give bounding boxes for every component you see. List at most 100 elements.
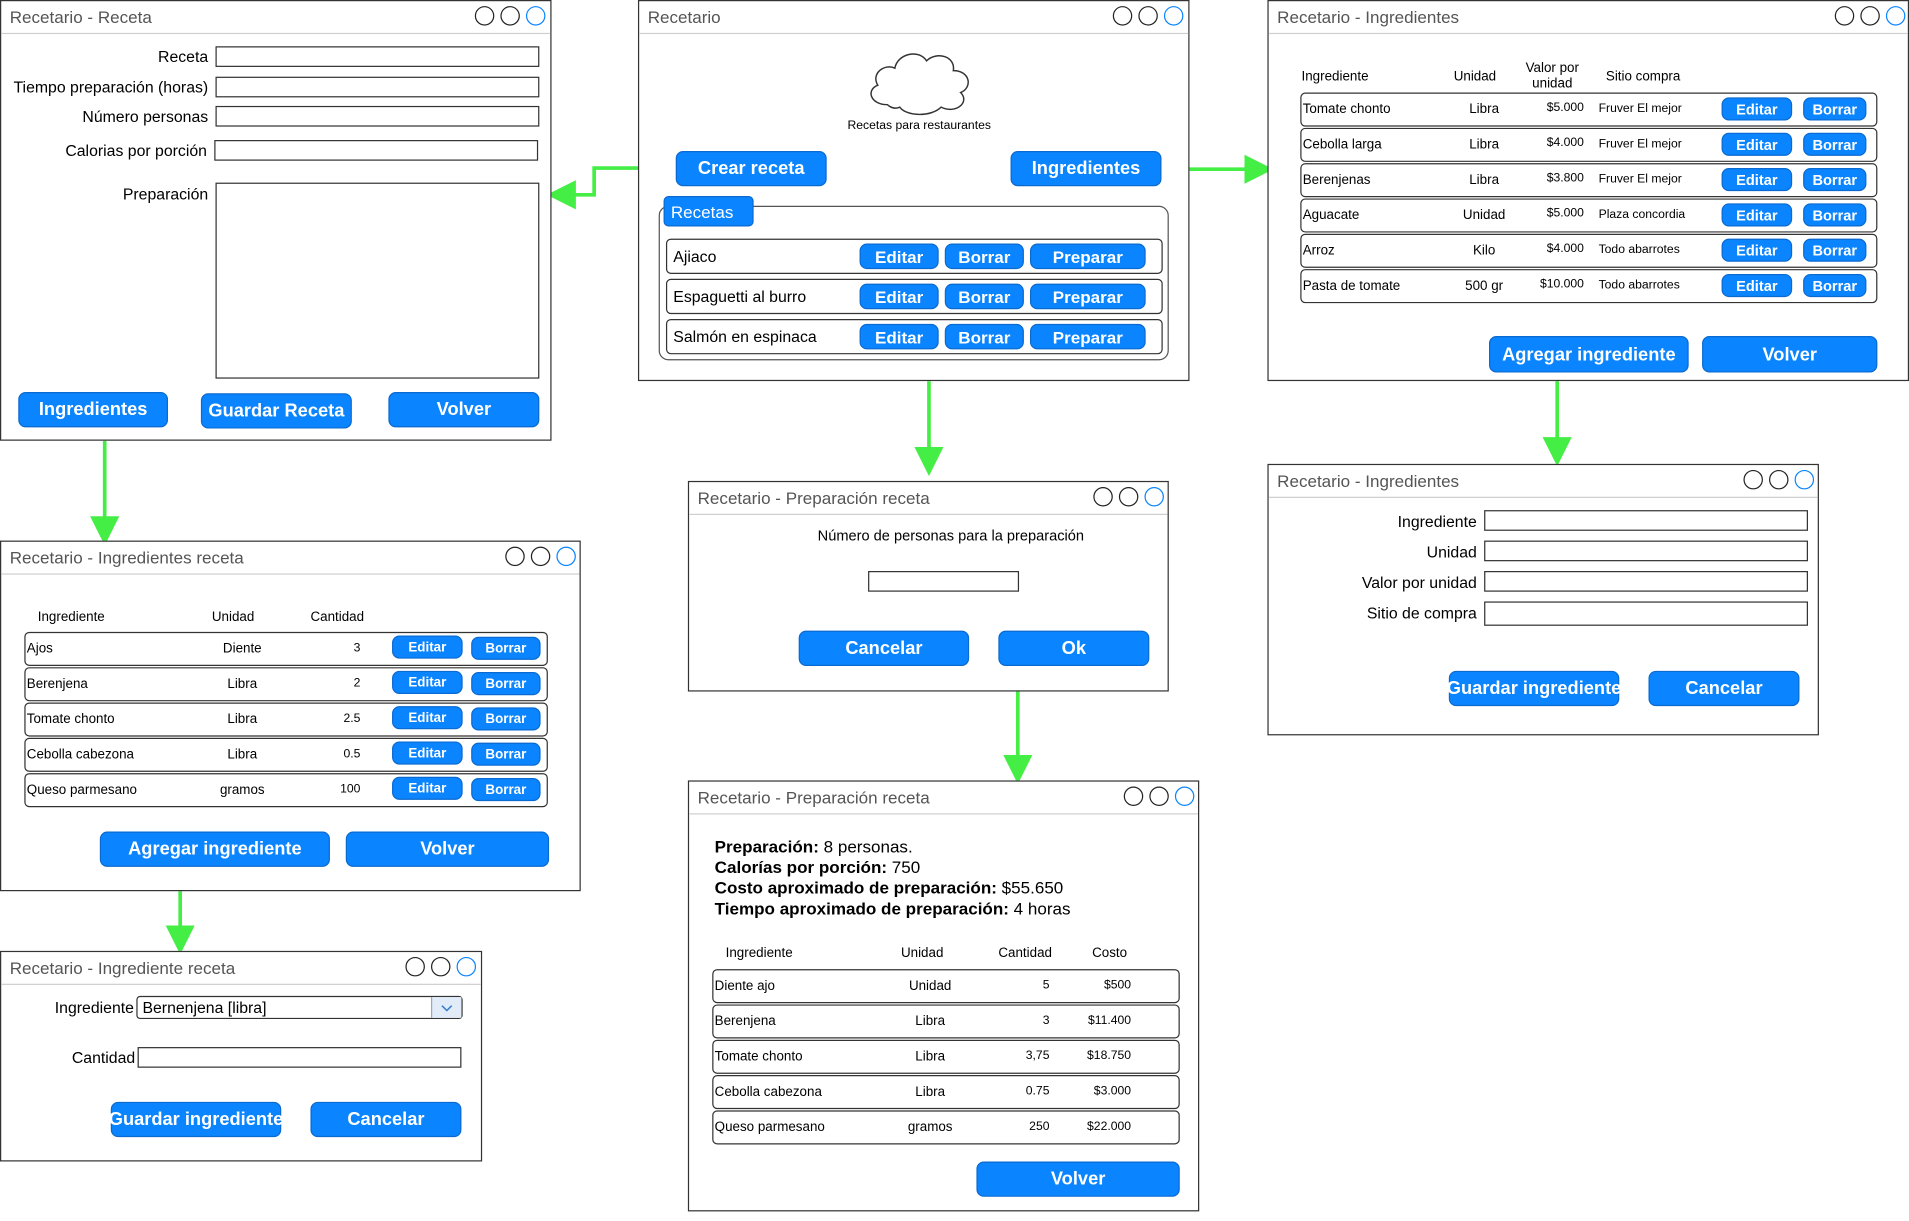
borrar-button[interactable]: Borrar (1803, 273, 1867, 298)
window-control-icon[interactable] (1144, 487, 1164, 507)
editar-button[interactable]: Editar (859, 243, 939, 270)
input-personas[interactable] (868, 571, 1020, 592)
borrar-button[interactable]: Borrar (1803, 97, 1867, 121)
input-tiempo[interactable] (215, 76, 540, 98)
cancelar-button[interactable]: Cancelar (1648, 670, 1800, 707)
ingredientes-button[interactable]: Ingredientes (1010, 150, 1162, 187)
select-ingrediente[interactable]: Bernenjena [libra] (136, 995, 463, 1020)
input-ingrediente[interactable] (1484, 510, 1808, 531)
summary-value: 8 personas. (818, 836, 913, 856)
window-control-icon[interactable] (1163, 6, 1184, 26)
input-unidad[interactable] (1484, 540, 1808, 562)
window-control-icon[interactable] (525, 6, 546, 26)
title-bar: Recetario (639, 1, 1189, 35)
editar-button[interactable]: Editar (1721, 238, 1793, 262)
guardar-ingrediente-button[interactable]: Guardar ingrediente (109, 1101, 283, 1138)
borrar-button[interactable]: Borrar (944, 283, 1024, 310)
prompt-personas: Número de personas para la preparación (817, 527, 1085, 545)
logo-caption: Recetas para restaurantes (847, 119, 991, 133)
borrar-button[interactable]: Borrar (944, 243, 1024, 270)
window-control-icon[interactable] (1138, 6, 1158, 26)
window-control-icon[interactable] (505, 546, 525, 567)
ok-button[interactable]: Ok (998, 630, 1150, 666)
tab-recetas[interactable]: Recetas (663, 196, 754, 227)
editar-button[interactable]: Editar (1721, 273, 1793, 298)
window-control-icon[interactable] (1794, 469, 1815, 490)
window-control-icon[interactable] (1769, 469, 1789, 490)
window-control-icon[interactable] (1093, 487, 1113, 507)
volver-button[interactable]: Volver (976, 1161, 1180, 1197)
volver-button[interactable]: Volver (345, 831, 550, 867)
borrar-button[interactable]: Borrar (944, 323, 1024, 350)
crear-receta-button[interactable]: Crear receta (675, 150, 827, 187)
window-control-icon[interactable] (430, 956, 451, 977)
volver-button[interactable]: Volver (388, 392, 540, 428)
window-control-icon[interactable] (405, 956, 425, 977)
agregar-ingrediente-button[interactable]: Agregar ingrediente (1489, 336, 1689, 373)
editar-button[interactable]: Editar (859, 323, 939, 350)
volver-button[interactable]: Volver (1702, 336, 1878, 373)
input-valor[interactable] (1484, 571, 1808, 592)
editar-button[interactable]: Editar (392, 635, 463, 659)
chevron-down-icon[interactable] (430, 997, 462, 1018)
window-control-icon[interactable] (530, 546, 551, 567)
editar-button[interactable]: Editar (392, 741, 463, 765)
window-control-icon[interactable] (1885, 6, 1906, 26)
borrar-button[interactable]: Borrar (1803, 238, 1867, 262)
borrar-button[interactable]: Borrar (1803, 203, 1867, 227)
window-control-icon[interactable] (500, 6, 520, 26)
input-cantidad[interactable] (137, 1047, 462, 1068)
receta-row: Ajiaco Editar Borrar Preparar (665, 238, 1163, 274)
window-control-icon[interactable] (1123, 786, 1144, 806)
editar-button[interactable]: Editar (1721, 203, 1793, 227)
guardar-receta-button[interactable]: Guardar Receta (200, 393, 352, 429)
borrar-button[interactable]: Borrar (471, 742, 541, 766)
input-calorias[interactable] (214, 140, 539, 161)
window-control-icon[interactable] (1112, 6, 1133, 26)
ingrediente-nombre: Cebolla cabezona (26, 747, 135, 763)
borrar-button[interactable]: Borrar (471, 636, 541, 660)
window-control-icon[interactable] (1174, 786, 1195, 806)
editar-button[interactable]: Editar (1721, 132, 1793, 156)
textarea-preparacion[interactable] (215, 182, 540, 379)
window-control-icon[interactable] (1149, 786, 1169, 806)
ingrediente-nombre: Pasta de tomate (1302, 278, 1401, 294)
summary-value: 4 horas (1008, 898, 1071, 918)
ingrediente-sitio: Fruver El mejor (1598, 172, 1682, 187)
input-receta[interactable] (215, 46, 540, 67)
ingredientes-button[interactable]: Ingredientes (18, 392, 169, 428)
agregar-ingrediente-button[interactable]: Agregar ingrediente (99, 831, 330, 867)
window-control-icon[interactable] (474, 6, 495, 26)
borrar-button[interactable]: Borrar (471, 672, 541, 696)
cancelar-button[interactable]: Cancelar (310, 1101, 462, 1138)
window-control-icon[interactable] (556, 546, 576, 567)
label-ingrediente: Ingrediente (1397, 512, 1477, 531)
cancelar-button[interactable]: Cancelar (798, 630, 970, 666)
window-control-icon[interactable] (1743, 469, 1763, 490)
editar-button[interactable]: Editar (1721, 97, 1793, 121)
window-ingrediente-receta: Recetario - Ingrediente receta Ingredien… (0, 950, 483, 1162)
window-control-icon[interactable] (456, 956, 477, 977)
input-sitio[interactable] (1484, 601, 1808, 626)
preparar-button[interactable]: Preparar (1030, 323, 1146, 350)
editar-button[interactable]: Editar (392, 776, 463, 800)
window-control-icon[interactable] (1118, 487, 1139, 507)
borrar-button[interactable]: Borrar (1803, 132, 1867, 156)
editar-button[interactable]: Editar (1721, 168, 1793, 192)
editar-button[interactable]: Editar (392, 670, 463, 694)
editar-button[interactable]: Editar (859, 283, 939, 310)
preparar-button[interactable]: Preparar (1030, 283, 1146, 310)
ingrediente-nombre: Queso parmesano (714, 1120, 825, 1135)
borrar-button[interactable]: Borrar (471, 707, 541, 731)
borrar-button[interactable]: Borrar (471, 777, 541, 802)
editar-button[interactable]: Editar (392, 706, 463, 730)
input-personas[interactable] (215, 105, 540, 127)
ingrediente-valor: $4.000 (1546, 242, 1584, 256)
window-control-icon[interactable] (1834, 6, 1855, 26)
guardar-ingrediente-button[interactable]: Guardar ingrediente (1447, 670, 1621, 707)
borrar-button[interactable]: Borrar (1803, 168, 1867, 192)
window-control-icon[interactable] (1860, 6, 1880, 26)
preparar-button[interactable]: Preparar (1030, 243, 1146, 270)
